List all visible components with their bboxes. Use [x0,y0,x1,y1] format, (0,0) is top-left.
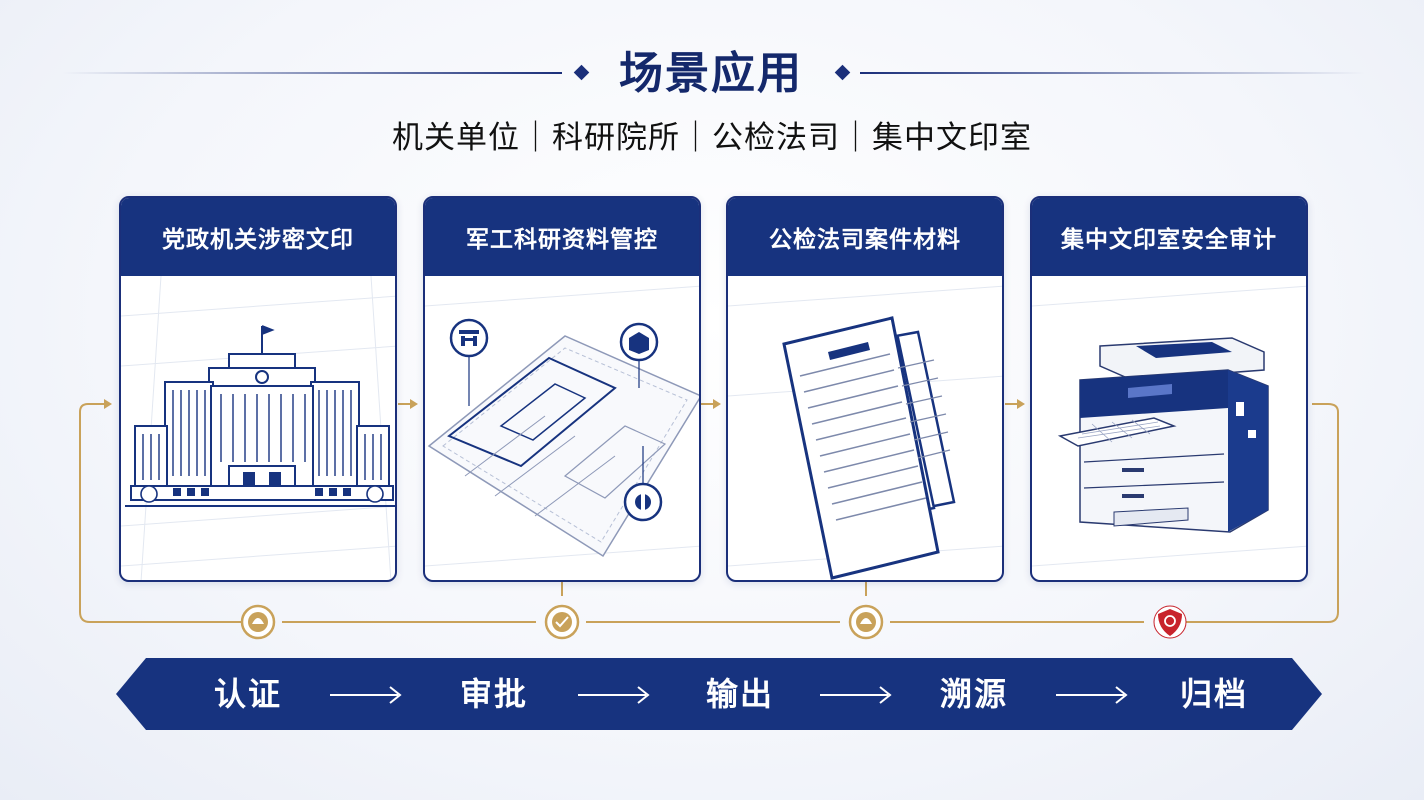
card-legal-case[interactable]: 公检法司案件材料 [726,196,1004,582]
step-approval: 审批 [459,675,528,713]
title-divider-left [62,72,562,74]
card-illustration [1032,276,1306,580]
card-military-research[interactable]: 军工科研资料管控 [423,196,701,582]
step-output: 输出 [705,675,774,713]
arrow-right-icon [578,686,650,704]
flow-line-left [79,403,258,623]
arrow-right-icon [330,686,402,704]
card-illustration [728,276,1002,580]
documents-icon [728,285,1002,580]
seal-icon [240,604,276,640]
arrow-head [713,399,721,409]
printer-icon [1032,285,1306,567]
arrow-right-icon [1056,686,1128,704]
card-print-room-audit[interactable]: 集中文印室安全审计 [1030,196,1308,582]
title-divider-right [860,72,1365,74]
card-government[interactable]: 党政机关涉密文印 [119,196,397,582]
process-band [116,658,1322,730]
step-archive: 归档 [1179,675,1248,713]
card-illustration [121,276,395,580]
flow-line-right [1170,403,1339,623]
arrow-head [104,399,112,409]
seal-icon [848,604,884,640]
arrow-head [410,399,418,409]
card-illustration [425,276,699,580]
step-tracing: 溯源 [939,675,1008,713]
card-title: 军工科研资料管控 [425,198,699,276]
arrow-right-icon [820,686,892,704]
blueprint-icon [425,285,699,567]
card-title: 公检法司案件材料 [728,198,1002,276]
card-title: 集中文印室安全审计 [1032,198,1306,276]
title-row: 场景应用 [0,44,1424,104]
page-title: 场景应用 [619,48,803,99]
arrow-head [1017,399,1025,409]
card-title: 党政机关涉密文印 [121,198,395,276]
shield-alert-icon [1153,605,1187,639]
step-authentication: 认证 [213,675,282,713]
government-building-icon [121,276,395,580]
page-subtitle: 机关单位｜科研院所｜公检法司｜集中文印室 [392,120,1032,156]
check-badge-icon [544,604,580,640]
